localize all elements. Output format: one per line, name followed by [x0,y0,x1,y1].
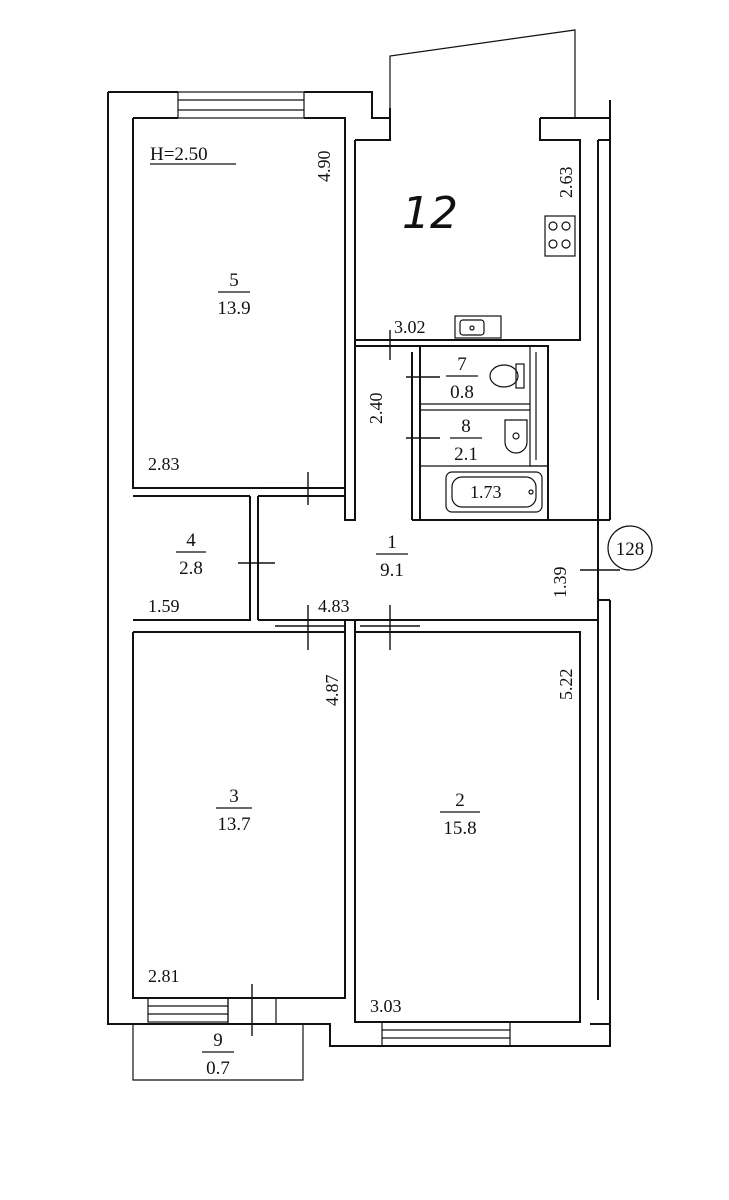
wc-bath-block [411,345,598,521]
dim-2-81: 2.81 [148,966,180,986]
washbasin-icon [504,419,528,454]
room-area: 2.8 [179,558,203,579]
dim-4-90: 4.90 [314,151,334,183]
walls-between [344,620,356,632]
room-number: 1 [387,532,397,553]
sink-icon [454,315,502,339]
bathtub-icon [445,471,543,513]
dim-5-22: 5.22 [556,669,576,701]
window-room3 [147,984,277,1036]
dim-3-02: 3.02 [394,317,426,337]
dim-3-03: 3.03 [370,996,402,1016]
room-3 [132,631,346,999]
dim-1-39: 1.39 [550,567,570,599]
dim-2-83: 2.83 [148,454,180,474]
room-number: 5 [229,270,239,291]
room-area: 15.8 [443,818,476,839]
room-number: 7 [457,354,467,375]
dim-4-87: 4.87 [322,675,342,707]
room-label-8: 8 2.1 [450,416,482,465]
room-area: 0.7 [206,1058,230,1079]
room-badge-label: 128 [616,539,645,560]
kitchen-big-label: 12 [402,188,458,239]
dim-2-63: 2.63 [556,167,576,199]
room-label-2: 2 15.8 [440,790,480,839]
balcony-outline [389,29,576,118]
room-area: 0.8 [450,382,474,403]
room-badge [607,525,653,571]
room-number: 9 [213,1030,223,1051]
room-area: 13.7 [217,814,250,835]
room-number: 2 [455,790,465,811]
window-room2 [381,1021,511,1047]
room-area: 2.1 [454,444,478,465]
stove-icon [544,215,576,257]
toilet-icon [489,363,525,389]
room-number: 3 [229,786,239,807]
height-note: H=2.50 [150,144,208,165]
room-label-5: 5 13.9 [217,270,250,319]
outer-walls [107,91,611,1047]
room-area: 13.9 [217,298,250,319]
room-2 [354,631,581,1023]
door-marks [238,330,620,650]
dim-2-40: 2.40 [366,393,386,425]
room-9-balcony [132,1024,304,1081]
room-label-9: 9 0.7 [202,1030,234,1079]
room-label-4: 4 2.8 [176,530,206,579]
dim-4-83: 4.83 [318,596,350,616]
room-1-corridor [258,519,610,621]
room-number: 4 [186,530,196,551]
room-label-3: 3 13.7 [216,786,252,835]
room-label-7: 7 0.8 [446,354,478,403]
window-room5 [177,91,305,119]
dim-1-73: 1.73 [470,482,502,502]
room-area: 9.1 [380,560,404,581]
room-number: 8 [461,416,471,437]
room-label-1: 1 9.1 [376,532,408,581]
dim-1-59: 1.59 [148,596,180,616]
